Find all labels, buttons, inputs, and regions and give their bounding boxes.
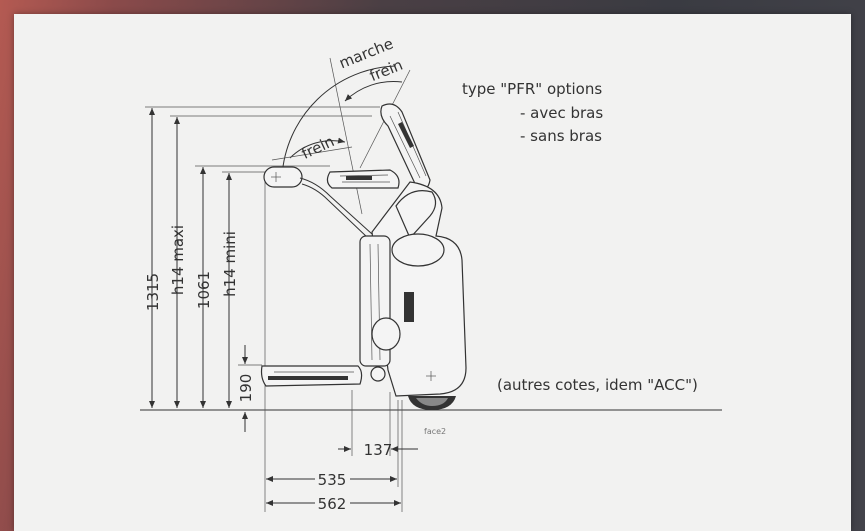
dim-137-label: 137 bbox=[364, 441, 393, 459]
note-type-pfr: type "PFR" options bbox=[462, 80, 602, 98]
dim-562-label: 562 bbox=[318, 495, 347, 513]
fork bbox=[260, 365, 363, 387]
marche-ray bbox=[329, 57, 363, 215]
frein-low-ray bbox=[271, 146, 353, 161]
view-label: face2 bbox=[424, 427, 446, 436]
angle-frein-low-label: frein bbox=[299, 132, 337, 163]
dim-1061-label: 1061 bbox=[195, 271, 213, 309]
dim-535-label: 535 bbox=[318, 471, 347, 489]
machine-body bbox=[359, 181, 467, 397]
tiller-handle-raised bbox=[380, 103, 431, 191]
dim-h14maxi-label: h14 maxi bbox=[169, 225, 187, 295]
dim-h14mini-label: h14 mini bbox=[221, 231, 239, 297]
arc-marche bbox=[281, 65, 396, 177]
arc-frein-low bbox=[289, 137, 346, 159]
note-sans-bras: - sans bras bbox=[520, 127, 602, 145]
tiller-arm-lowered bbox=[299, 177, 373, 235]
dim-1315-label: 1315 bbox=[144, 273, 162, 311]
arc-frein-top bbox=[344, 81, 403, 102]
dim-190-label: 190 bbox=[237, 374, 255, 403]
tiller-handle-lowered bbox=[263, 166, 303, 188]
tiller-handle-horizontal bbox=[326, 169, 400, 189]
note-autres-cotes: (autres cotes, idem "ACC") bbox=[497, 376, 698, 394]
drive-wheel bbox=[408, 396, 456, 410]
note-avec-bras: - avec bras bbox=[520, 104, 603, 122]
